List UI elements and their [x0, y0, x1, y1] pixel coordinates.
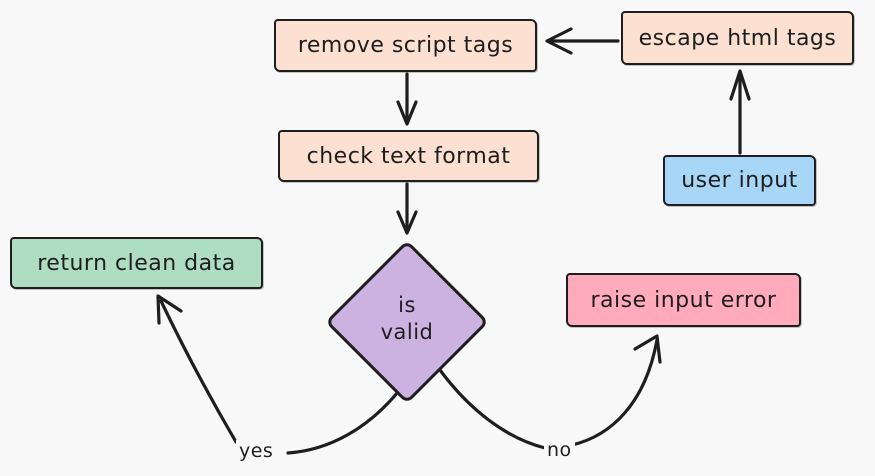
node-remove-script-tags: remove script tags	[274, 19, 537, 72]
edge-escape-to-remove	[545, 27, 620, 55]
node-raise-input-error: raise input error	[566, 273, 801, 327]
edge-no-to-raise-input-error	[438, 334, 662, 450]
edge-yes-to-return-clean-data	[156, 294, 400, 455]
edge-remove-to-check	[396, 72, 418, 126]
node-escape-html-tags: escape html tags	[621, 11, 854, 65]
edge-label-no: no	[544, 439, 575, 461]
edge-user-to-escape	[729, 69, 751, 155]
node-return-clean-data: return clean data	[10, 237, 263, 289]
node-is-valid-label: is valid	[347, 292, 467, 346]
node-label-line2: valid	[380, 320, 434, 344]
node-user-input: user input	[663, 155, 816, 206]
edge-check-to-diamond	[396, 182, 418, 235]
node-label: return clean data	[37, 250, 236, 276]
node-label: user input	[681, 168, 798, 193]
node-label: escape html tags	[638, 25, 837, 51]
node-label: raise input error	[590, 287, 777, 313]
node-label-line1: is	[398, 293, 416, 317]
node-label: remove script tags	[297, 33, 514, 58]
node-label: check text format	[306, 143, 511, 169]
edge-label-yes: yes	[236, 440, 277, 462]
node-check-text-format: check text format	[278, 130, 539, 182]
